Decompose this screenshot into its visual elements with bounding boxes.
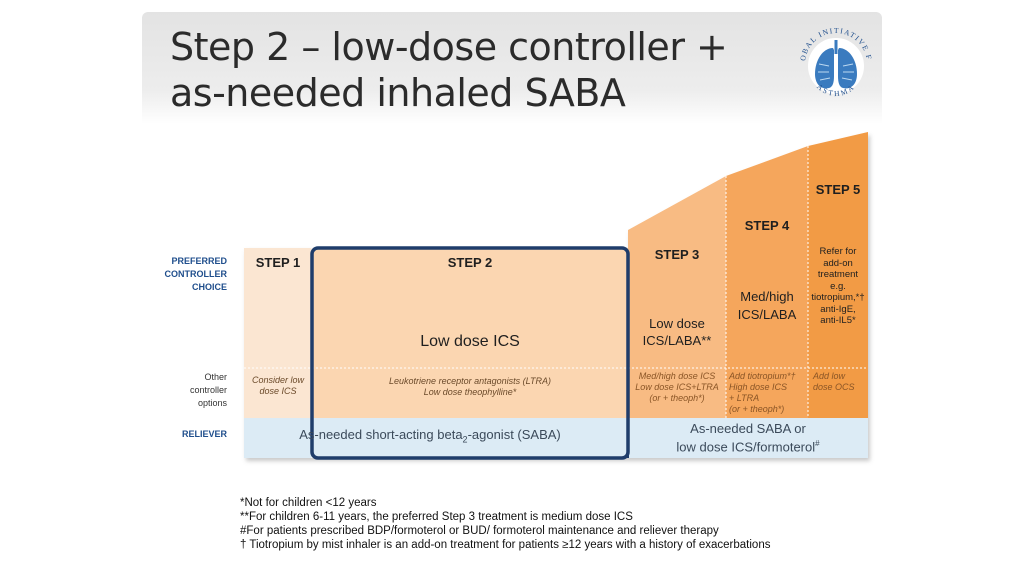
row-label-reliever: RELIEVER <box>181 429 227 439</box>
step3-other-options: Med/high dose ICS Low dose ICS+LTRA (or … <box>635 371 719 403</box>
step3-preferred: Low dose ICS/LABA** <box>642 316 712 348</box>
slide-header <box>142 12 882 124</box>
row-label-other: Other controller options <box>189 372 227 408</box>
step5-other-options: Add low dose OCS <box>813 371 855 392</box>
step2-column <box>312 248 628 418</box>
step3-column <box>628 176 726 418</box>
slide-title: Step 2 – low-dose controller + as-needed… <box>170 24 790 116</box>
slide-title-line1: Step 2 – low-dose controller + <box>170 25 728 69</box>
step4-header: STEP 4 <box>744 218 790 233</box>
step2-highlight-frame <box>310 246 630 460</box>
step2-header: STEP 2 <box>447 255 493 270</box>
lungs-icon <box>815 40 857 89</box>
row-label-preferred: PREFERRED CONTROLLER CHOICE <box>164 256 228 292</box>
step4-preferred: Med/high ICS/LABA <box>737 289 797 322</box>
slide-title-line2: as-needed inhaled SABA <box>170 71 626 115</box>
step2-other-options: Leukotriene receptor antagonists (LTRA) … <box>389 376 551 397</box>
step1-other-options: Consider low dose ICS <box>251 375 305 396</box>
reliever-saba: As-needed short-acting beta2-agonist (SA… <box>299 427 561 445</box>
step5-header: STEP 5 <box>815 182 861 197</box>
step4-column <box>726 146 808 418</box>
reliever-band <box>244 418 868 458</box>
step3-header: STEP 3 <box>654 247 700 262</box>
footnote-3: #For patients prescribed BDP/formoterol … <box>240 525 719 537</box>
step2-preferred: Low dose ICS <box>420 333 520 350</box>
logo-graphic: GLOBAL INITIATIVE FOR ASTHMA <box>792 7 873 98</box>
footnote-2: **For children 6-11 years, the preferred… <box>240 511 633 523</box>
gina-logo: GLOBAL INITIATIVE FOR ASTHMA <box>792 7 877 114</box>
footnote-1: *Not for children <12 years <box>240 497 377 509</box>
step4-other-options: Add tiotropium*† High dose ICS + LTRA (o… <box>729 371 796 414</box>
footnotes: *Not for children <12 years **For childr… <box>240 496 840 552</box>
footnote-4: † Tiotropium by mist inhaler is an add-o… <box>240 539 771 551</box>
step5-preferred: Refer for add-on treatment e.g. tiotropi… <box>811 246 865 326</box>
step1-header: STEP 1 <box>255 255 301 270</box>
step5-column <box>808 132 868 418</box>
step1-column <box>244 248 312 418</box>
reliever-saba-or-ics-formoterol: As-needed SABA or low dose ICS/formotero… <box>676 421 820 455</box>
